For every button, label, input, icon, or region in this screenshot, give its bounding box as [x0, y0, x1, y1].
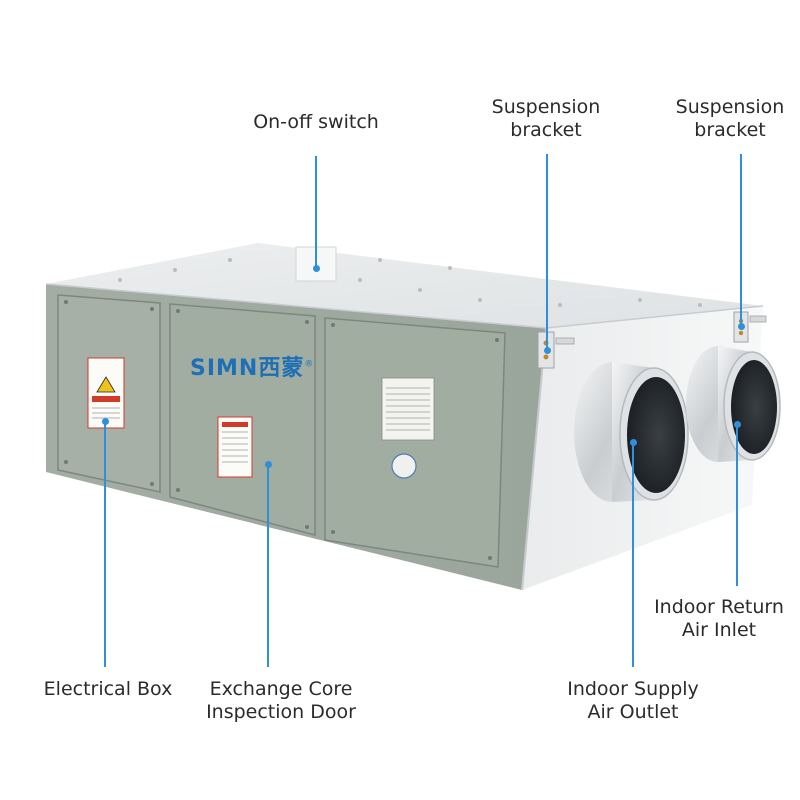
- indoor-supply-outlet-leader: [632, 442, 634, 667]
- brand-logo-cjk: 西蒙: [258, 356, 305, 381]
- exchange-core-door-label-line1: Exchange Core: [209, 678, 353, 700]
- electrical-box-dot: [102, 418, 109, 425]
- suspension-bracket-right-leader: [740, 154, 742, 326]
- suspension-bracket-left-label-line2: bracket: [510, 119, 582, 141]
- suspension-bracket-left-leader: [546, 154, 548, 350]
- suspension-bracket-right-label-line2: bracket: [694, 119, 766, 141]
- brand-logo-latin: SIMN: [190, 356, 259, 381]
- indoor-supply-outlet-label-line1: Indoor Supply: [567, 678, 699, 700]
- indoor-return-inlet-label-line2: Air Inlet: [681, 619, 757, 641]
- electrical-box-label: Electrical Box: [30, 678, 186, 701]
- suspension-bracket-right-label: Suspension bracket: [660, 96, 800, 142]
- suspension-bracket-left-dot: [544, 347, 551, 354]
- indoor-return-inlet-leader: [736, 424, 738, 586]
- brand-logo: SIMN西蒙®: [190, 350, 314, 382]
- brand-logo-mark: ®: [304, 359, 315, 370]
- suspension-bracket-right-label-line1: Suspension: [675, 96, 785, 118]
- supply-duct-collar: [574, 362, 689, 502]
- return-duct-collar: [686, 346, 781, 462]
- exchange-core-door-leader: [267, 464, 269, 667]
- suspension-bracket-right-dot: [738, 323, 745, 330]
- indoor-supply-outlet-label-line2: Air Outlet: [587, 701, 679, 723]
- exchange-core-door-label: Exchange Core Inspection Door: [186, 678, 376, 724]
- on-off-switch-leader: [315, 156, 317, 268]
- exchange-core-door-label-line2: Inspection Door: [206, 701, 356, 723]
- electrical-box-label-line1: Electrical Box: [43, 678, 173, 700]
- indoor-supply-outlet-label: Indoor Supply Air Outlet: [548, 678, 718, 724]
- indoor-supply-outlet-dot: [630, 439, 637, 446]
- suspension-bracket-left-label-line1: Suspension: [491, 96, 601, 118]
- indoor-return-inlet-label-line1: Indoor Return: [654, 596, 784, 618]
- indoor-return-inlet-label: Indoor Return Air Inlet: [640, 596, 798, 642]
- cabinet-top: [46, 243, 763, 328]
- on-off-switch-label: On-off switch: [240, 111, 392, 134]
- suspension-bracket-left-label: Suspension bracket: [476, 96, 616, 142]
- on-off-switch-label-line1: On-off switch: [253, 111, 379, 133]
- electrical-box-leader: [104, 421, 106, 667]
- exchange-core-door-dot: [265, 461, 272, 468]
- right-front-door: [324, 317, 506, 568]
- indoor-return-inlet-dot: [734, 421, 741, 428]
- on-off-switch-dot: [313, 265, 320, 272]
